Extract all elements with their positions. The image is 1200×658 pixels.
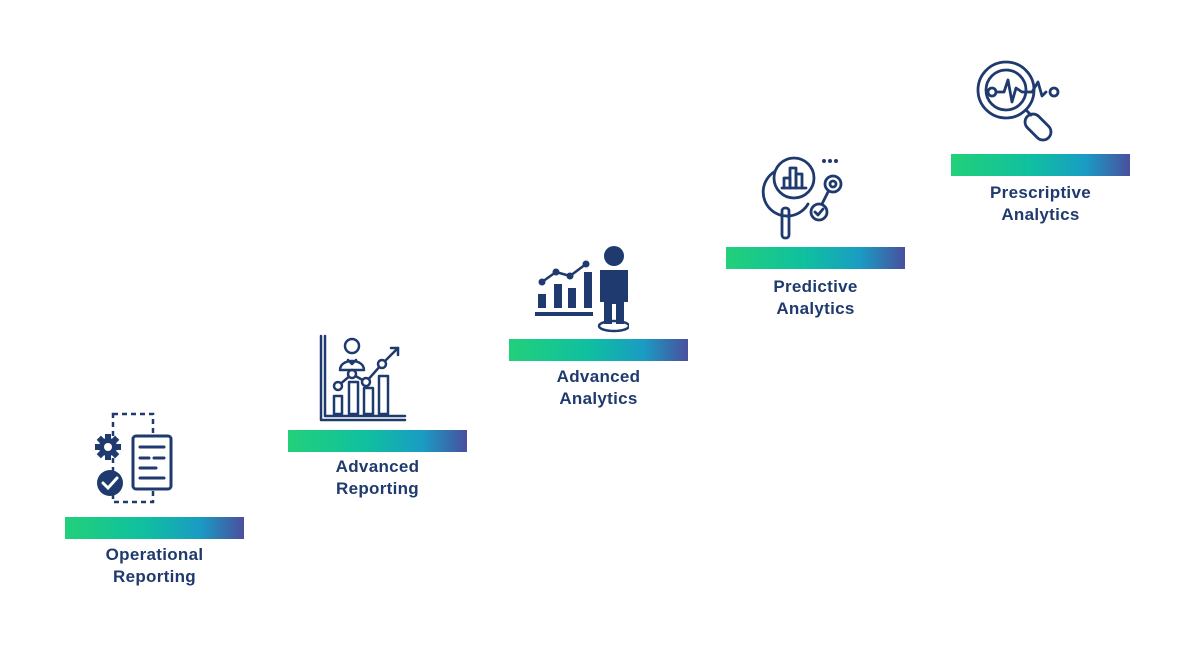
step-label-line2: Reporting [336,479,419,498]
step-label-line2: Reporting [113,567,196,586]
step-advanced-reporting: Advanced Reporting [288,330,468,510]
magnifier-chart-gear-icon [756,154,851,244]
step-label: Predictive Analytics [726,276,905,320]
step-bar [951,154,1130,176]
step-label-line1: Advanced [556,367,641,386]
step-bar [288,430,467,452]
step-label-line1: Advanced [335,457,420,476]
step-bar [509,339,688,361]
step-predictive-analytics: Predictive Analytics [726,150,906,330]
person-bar-chart-trend-icon [318,334,408,422]
step-label: Advanced Analytics [509,366,688,410]
step-label-line1: Prescriptive [990,183,1091,202]
step-label: Operational Reporting [65,544,244,588]
step-bar [726,247,905,269]
step-label-line2: Analytics [559,389,638,408]
step-label: Prescriptive Analytics [951,182,1130,226]
step-advanced-analytics: Advanced Analytics [509,240,689,420]
gear-document-check-icon [93,411,173,506]
magnifier-pulse-icon [976,60,1071,150]
step-label: Advanced Reporting [288,456,467,500]
step-label-line2: Analytics [1001,205,1080,224]
person-analytics-chart-icon [534,244,629,334]
step-operational-reporting: Operational Reporting [65,405,245,595]
step-prescriptive-analytics: Prescriptive Analytics [951,58,1131,238]
step-label-line1: Predictive [773,277,858,296]
step-bar [65,517,244,539]
step-label-line2: Analytics [776,299,855,318]
step-label-line1: Operational [105,545,204,564]
